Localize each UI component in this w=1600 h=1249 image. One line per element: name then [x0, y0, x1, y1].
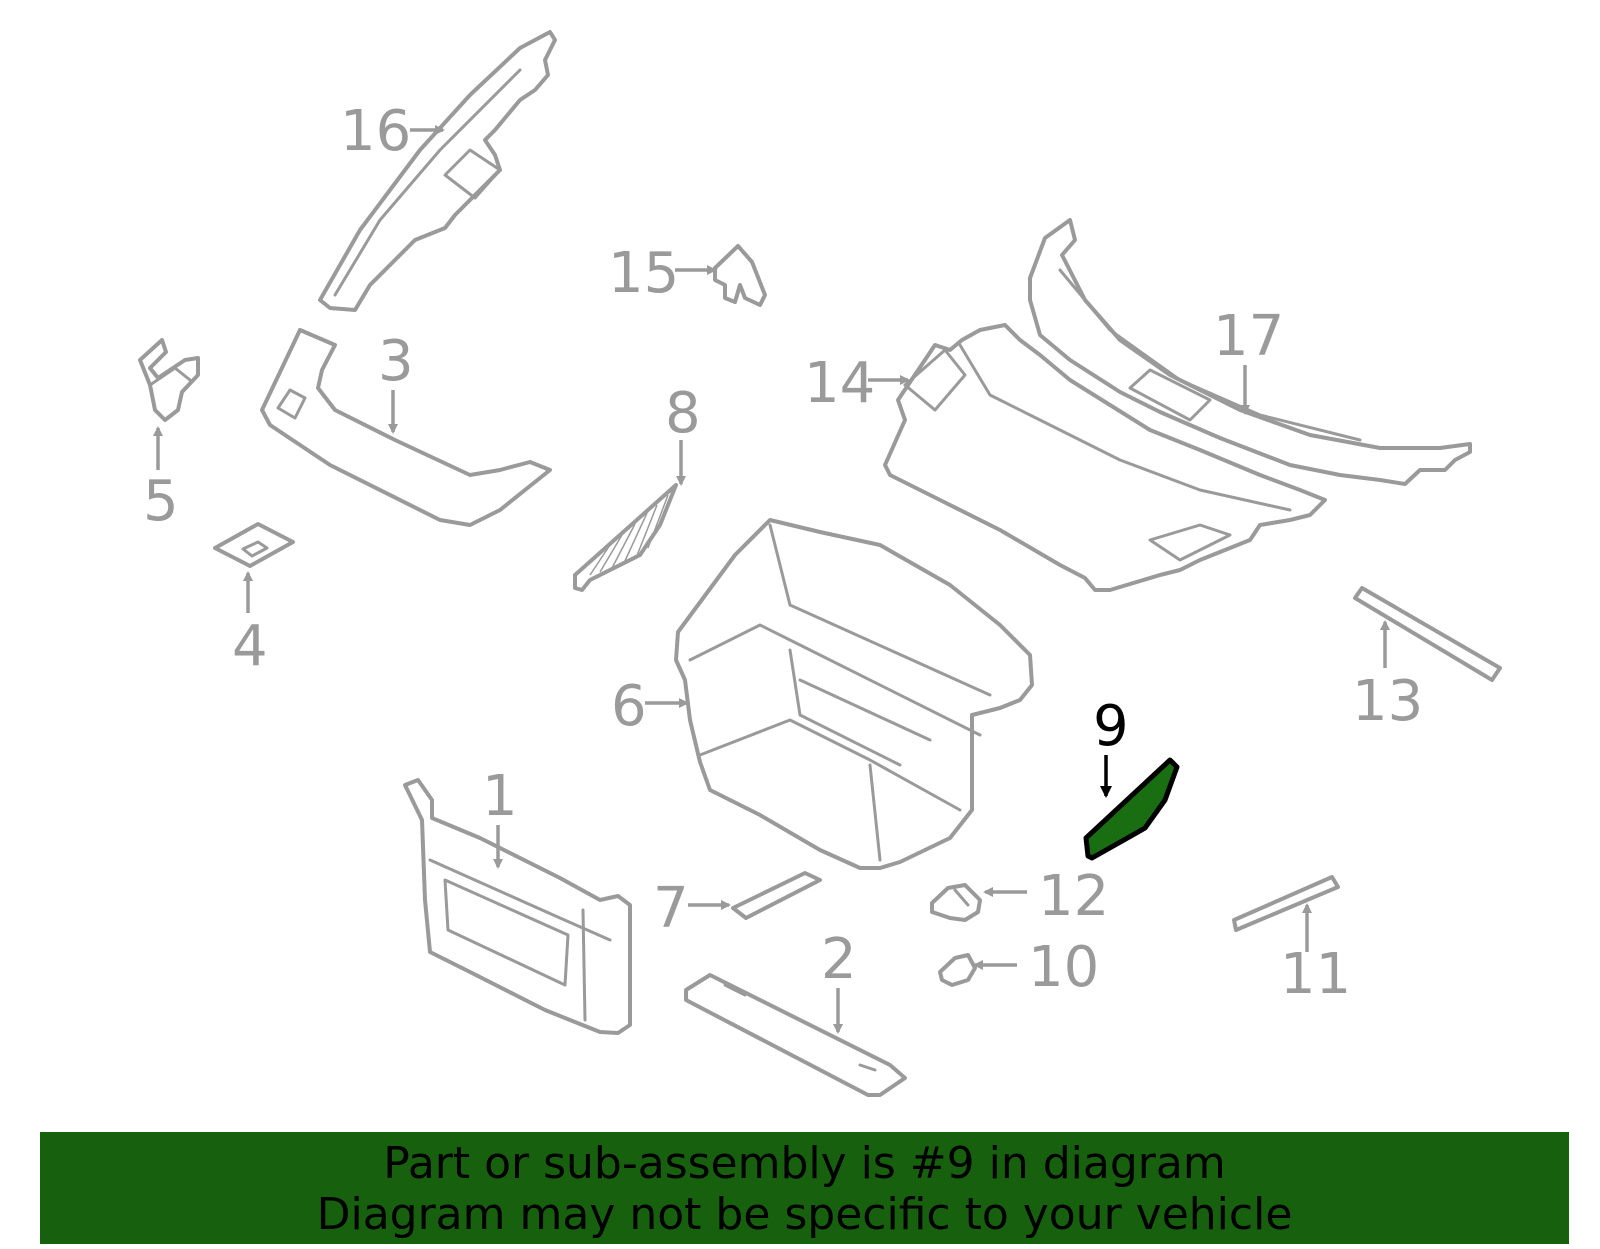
part-1-side-trim — [403, 778, 632, 1035]
callout-13: 13 — [1352, 669, 1423, 734]
part-13-strip — [1353, 586, 1502, 682]
callout-leaders — [153, 125, 1390, 1034]
part-14-panel — [883, 323, 1327, 592]
callout-11: 11 — [1280, 942, 1351, 1007]
banner-line-1: Part or sub-assembly is #9 in diagram — [383, 1138, 1226, 1189]
part-16-pillar-trim — [318, 30, 557, 312]
part-7-pad — [731, 871, 822, 920]
callout-1: 1 — [482, 764, 518, 829]
callout-16: 16 — [340, 99, 411, 164]
part-11-strip — [1232, 875, 1340, 932]
part-3-trim-panel — [260, 328, 552, 527]
callout-8: 8 — [665, 381, 701, 446]
part-10-plug — [938, 953, 977, 987]
callout-10: 10 — [1028, 935, 1099, 1000]
part-6-storage-tub — [674, 518, 1034, 870]
part-9-highlighted — [1083, 757, 1180, 861]
callout-12: 12 — [1038, 864, 1109, 929]
callout-4: 4 — [232, 614, 268, 679]
banner-line-2: Diagram may not be specific to your vehi… — [316, 1189, 1293, 1240]
part-12-plug — [930, 883, 982, 922]
callout-3: 3 — [378, 329, 414, 394]
callout-14: 14 — [804, 351, 875, 416]
callout-15: 15 — [608, 241, 679, 306]
part-8-trim-strip — [573, 483, 678, 592]
callout-5: 5 — [143, 469, 179, 534]
info-banner: Part or sub-assembly is #9 in diagram Di… — [40, 1132, 1569, 1244]
callout-6: 6 — [611, 674, 647, 739]
callout-7: 7 — [653, 876, 689, 941]
part-5-bracket — [138, 338, 200, 422]
callout-17: 17 — [1213, 304, 1284, 369]
part-4-clip — [213, 522, 295, 568]
part-17-cowl — [1028, 218, 1472, 486]
callout-9: 9 — [1093, 694, 1129, 759]
callout-2: 2 — [821, 927, 857, 992]
part-2-sill-plate — [684, 973, 907, 1097]
part-15-fastener — [713, 244, 767, 307]
